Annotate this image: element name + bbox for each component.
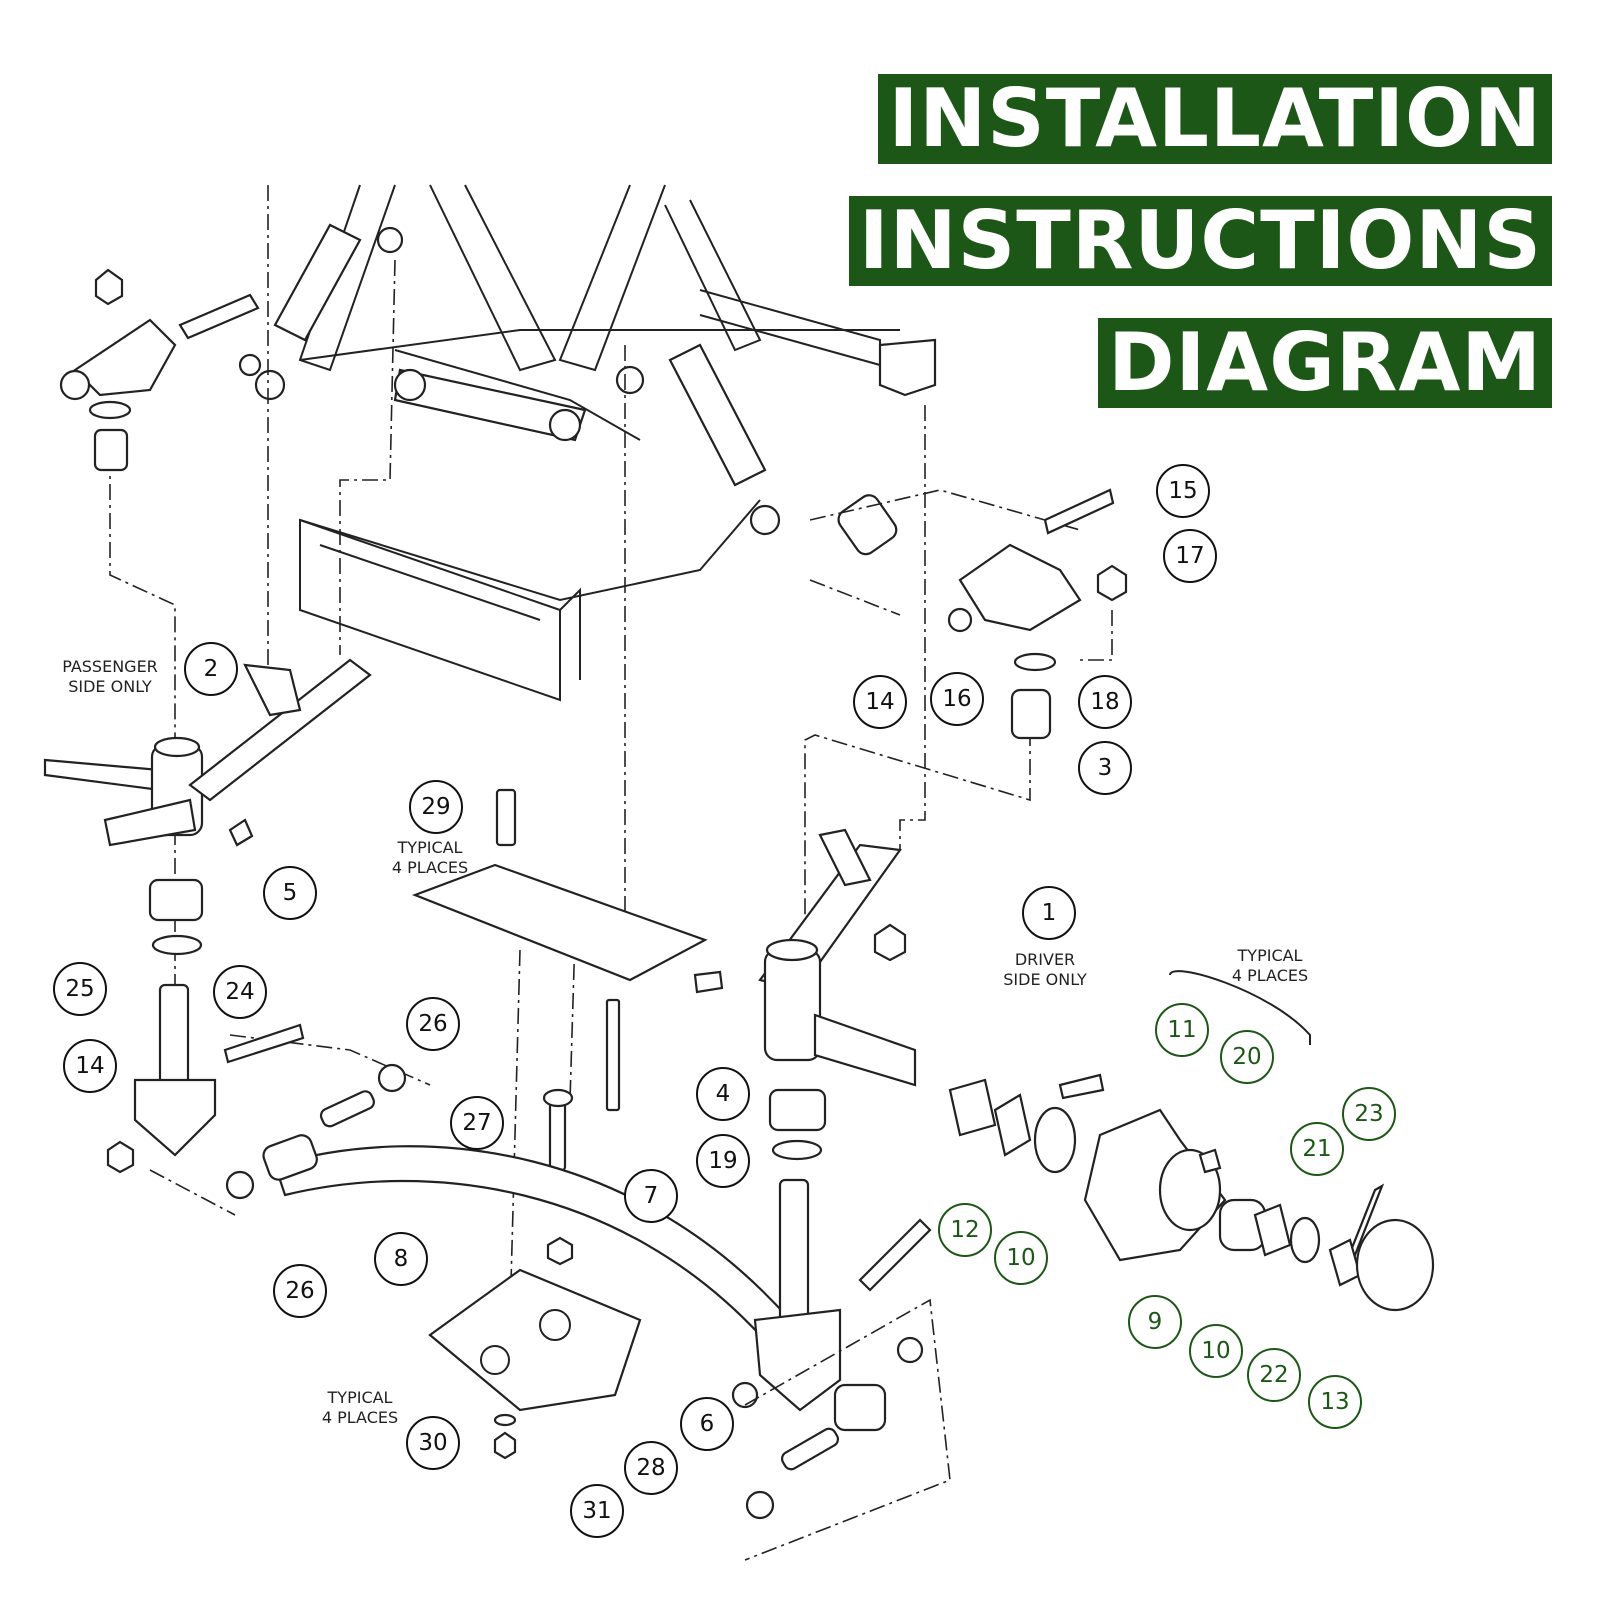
note-line: 4 PLACES (321, 1408, 399, 1427)
title-banner-diagram: DIAGRAM (1098, 318, 1552, 408)
part-callout-14: 14 (853, 675, 907, 729)
part-callout-28: 28 (624, 1441, 678, 1495)
part-callout-26: 26 (406, 997, 460, 1051)
part-callout-16: 16 (930, 672, 984, 726)
driver-spindle (693, 828, 951, 1561)
note-line: SIDE ONLY (1003, 970, 1087, 989)
part-callout-3: 3 (1078, 741, 1132, 795)
part-callout-27: 27 (450, 1096, 504, 1150)
part-callout-10: 10 (994, 1231, 1048, 1285)
title-banner-installation: INSTALLATION (878, 74, 1552, 164)
part-callout-11: 11 (1155, 1003, 1209, 1057)
part-callout-22: 22 (1247, 1348, 1301, 1402)
hub-assembly (948, 970, 1435, 1312)
part-callout-9: 9 (1128, 1295, 1182, 1349)
part-callout-21: 21 (1290, 1122, 1344, 1176)
typical-note-plate: TYPICAL 4 PLACES (392, 838, 468, 878)
note-line: 4 PLACES (1231, 966, 1309, 985)
part-callout-17: 17 (1163, 529, 1217, 583)
part-callout-15: 15 (1156, 464, 1210, 518)
typical-note-lower-plate: TYPICAL 4 PLACES (322, 1388, 398, 1428)
part-callout-25: 25 (53, 962, 107, 1016)
passenger-spindle (43, 658, 372, 1174)
upper-right-bracket (947, 488, 1128, 740)
part-callout-13: 13 (1308, 1375, 1362, 1429)
part-callout-24: 24 (213, 965, 267, 1019)
assembly-leader-lines (109, 185, 1081, 1321)
note-line: PASSENGER (62, 657, 158, 676)
part-callout-10: 10 (1189, 1324, 1243, 1378)
part-callout-23: 23 (1342, 1087, 1396, 1141)
part-callout-14: 14 (63, 1039, 117, 1093)
title-banner-instructions: INSTRUCTIONS (848, 196, 1552, 286)
part-callout-26: 26 (273, 1264, 327, 1318)
part-callout-7: 7 (624, 1169, 678, 1223)
center-plates-and-spring (225, 788, 792, 1460)
part-callout-31: 31 (570, 1484, 624, 1538)
part-callout-18: 18 (1078, 675, 1132, 729)
driver-side-note: DRIVER SIDE ONLY (1003, 950, 1087, 990)
part-callout-8: 8 (374, 1232, 428, 1286)
part-callout-6: 6 (680, 1397, 734, 1451)
upper-left-linkage (59, 268, 262, 472)
note-line: TYPICAL (1237, 946, 1303, 965)
note-line: SIDE ONLY (68, 677, 152, 696)
part-callout-19: 19 (696, 1134, 750, 1188)
note-line: TYPICAL (397, 838, 463, 857)
part-callout-20: 20 (1220, 1030, 1274, 1084)
part-callout-4: 4 (696, 1067, 750, 1121)
passenger-side-note: PASSENGER SIDE ONLY (62, 657, 158, 697)
frame-assembly (254, 184, 937, 702)
part-callout-30: 30 (406, 1416, 460, 1470)
note-line: 4 PLACES (391, 858, 469, 877)
part-callout-1: 1 (1022, 886, 1076, 940)
part-callout-12: 12 (938, 1203, 992, 1257)
note-line: DRIVER (1014, 950, 1076, 969)
part-callout-2: 2 (184, 642, 238, 696)
typical-note-hub: TYPICAL 4 PLACES (1232, 946, 1308, 986)
part-callout-29: 29 (409, 780, 463, 834)
part-callout-5: 5 (263, 866, 317, 920)
note-line: TYPICAL (327, 1388, 393, 1407)
